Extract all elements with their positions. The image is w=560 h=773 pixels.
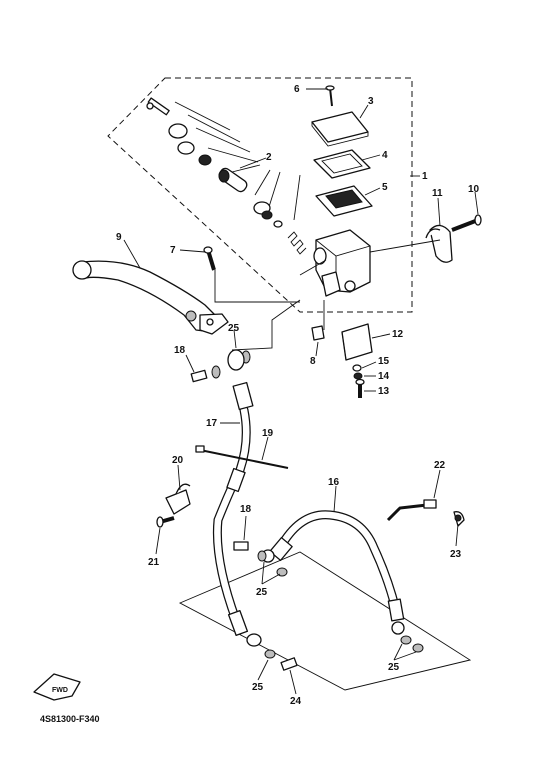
boot-ring [177, 141, 195, 155]
clamp-bolt [451, 214, 482, 232]
piston [218, 167, 248, 193]
callout-25-bottom-right: 25 [388, 662, 400, 673]
cup-seal-2 [261, 210, 273, 220]
brake-light-switch [341, 323, 373, 361]
callout-6: 6 [294, 84, 300, 95]
piston-kit [146, 97, 307, 255]
callout-17: 17 [206, 418, 218, 429]
callout-12: 12 [392, 329, 404, 340]
pivot-bolt [203, 246, 216, 271]
cable-tie [195, 445, 289, 469]
callout-20: 20 [172, 455, 184, 466]
callout-10: 10 [468, 184, 480, 195]
reservoir-cap [311, 111, 369, 147]
washer-14 [353, 372, 363, 380]
circlip [198, 154, 212, 166]
callout-9: 9 [116, 232, 122, 243]
callout-23: 23 [450, 549, 462, 560]
callout-19: 19 [262, 428, 274, 439]
assembly-lines [214, 239, 441, 351]
callout-21: 21 [148, 557, 160, 568]
washer-15 [352, 364, 362, 372]
brake-lever [72, 260, 229, 335]
callout-18-lower: 18 [240, 504, 252, 515]
callout-16: 16 [328, 477, 340, 488]
diaphragm [315, 185, 373, 217]
fwd-label: FWD [52, 687, 68, 694]
guide-bolt [156, 516, 175, 528]
boot-cap [168, 123, 188, 139]
assembly-boundary [107, 77, 413, 313]
master-cylinder-body [313, 229, 371, 297]
callout-18-upper: 18 [174, 345, 186, 356]
diagram-code: 4S81300-F340 [40, 714, 100, 724]
callout-3: 3 [368, 96, 374, 107]
hose-guide [165, 483, 191, 515]
union-bolt [280, 657, 298, 671]
callout-24: 24 [290, 696, 302, 707]
callout-22: 22 [434, 460, 446, 471]
pivot-nut [311, 325, 325, 341]
callout-1: 1 [422, 171, 428, 182]
callout-11: 11 [432, 188, 443, 199]
brake-hose-upper [212, 349, 262, 647]
callout-7: 7 [170, 245, 176, 256]
callout-5: 5 [382, 182, 388, 193]
callout-15: 15 [378, 356, 390, 367]
callout-2: 2 [266, 152, 272, 163]
washer-lower-right-2 [412, 643, 424, 653]
washer-lower-right-1 [400, 635, 412, 645]
callout-25-bottom-left: 25 [252, 682, 264, 693]
fwd-arrow-icon: FWD [33, 673, 81, 701]
plate-inner [321, 153, 363, 174]
push-rod [146, 97, 170, 116]
banjo-bolt-lower [233, 541, 288, 577]
brake-pipe [386, 499, 465, 527]
callout-13: 13 [378, 386, 390, 397]
callout-4: 4 [382, 150, 388, 161]
screw-13 [355, 378, 365, 398]
banjo-bolt-upper [190, 350, 251, 383]
holder-clamp [425, 224, 453, 263]
washer-lower-left [264, 649, 276, 659]
diaphragm-plate [313, 149, 371, 179]
callout-14: 14 [378, 371, 390, 382]
leader-lines-part-2 [174, 101, 301, 221]
callout-8: 8 [310, 356, 316, 367]
washer [273, 220, 283, 228]
callout-25-hose: 25 [256, 587, 268, 598]
return-spring [287, 231, 307, 255]
callout-leaders [123, 88, 479, 695]
callout-25-lever: 25 [228, 323, 240, 334]
callout-labels: 1 2 3 4 5 6 7 8 9 10 11 12 13 14 15 16 1… [116, 84, 480, 707]
